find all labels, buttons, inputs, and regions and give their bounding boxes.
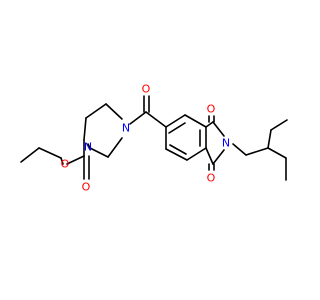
bond-ethyl-ch3: [20, 147, 40, 163]
atom-label-n-piperazine-amide: N: [122, 122, 130, 135]
bond-pip-4: [107, 137, 123, 158]
atom-label-n-piperazine-carbamate: N: [84, 141, 92, 154]
atom-label-n-imide: N: [222, 137, 230, 150]
bond-amide-aryl: [145, 111, 167, 128]
bond-pip-2: [85, 103, 107, 119]
bond-chain-2: [245, 147, 269, 156]
bond-pip-3: [105, 103, 123, 120]
bond-imide-bottom-n: [212, 149, 225, 165]
bond-imide-top-c: [205, 121, 214, 128]
bond-pip-6: [87, 143, 91, 149]
bond-imide-top-n: [212, 121, 225, 137]
atom-label-o-ester-ether: O: [61, 158, 70, 171]
bond-chain-6: [270, 119, 288, 131]
bond-benz-1d: [168, 122, 186, 134]
bonds: [20, 95, 288, 181]
bond-ch2-o: [60, 157, 64, 165]
bond-pip-5: [89, 147, 109, 158]
atom-label-o-amide-carbonyl: O: [142, 83, 151, 96]
molecule-structure: O O N N O O N O: [20, 83, 288, 194]
bond-ethyl-ch2: [38, 147, 62, 159]
bond-benz-1: [165, 114, 186, 128]
atom-label-o-imide-top: O: [207, 103, 216, 116]
atom-labels: O O N N O O N O: [61, 83, 230, 194]
bond-imide-bottom-c: [205, 147, 214, 165]
bond-chain-1: [232, 143, 247, 156]
bond-chain-5: [267, 129, 272, 149]
bond-chain-3: [267, 147, 287, 159]
bond-benz-5: [165, 148, 188, 161]
bond-pip-1: [83, 117, 87, 141]
atom-label-o-ester-carbonyl: O: [82, 181, 91, 194]
bond-benz-5d: [169, 144, 187, 155]
atom-label-o-imide-bottom: O: [207, 172, 216, 185]
bond-benz-2: [184, 114, 207, 128]
bond-o-carbonyl: [66, 155, 85, 165]
bond-benz-4: [186, 147, 207, 161]
bond-n-amide-c: [129, 111, 147, 125]
